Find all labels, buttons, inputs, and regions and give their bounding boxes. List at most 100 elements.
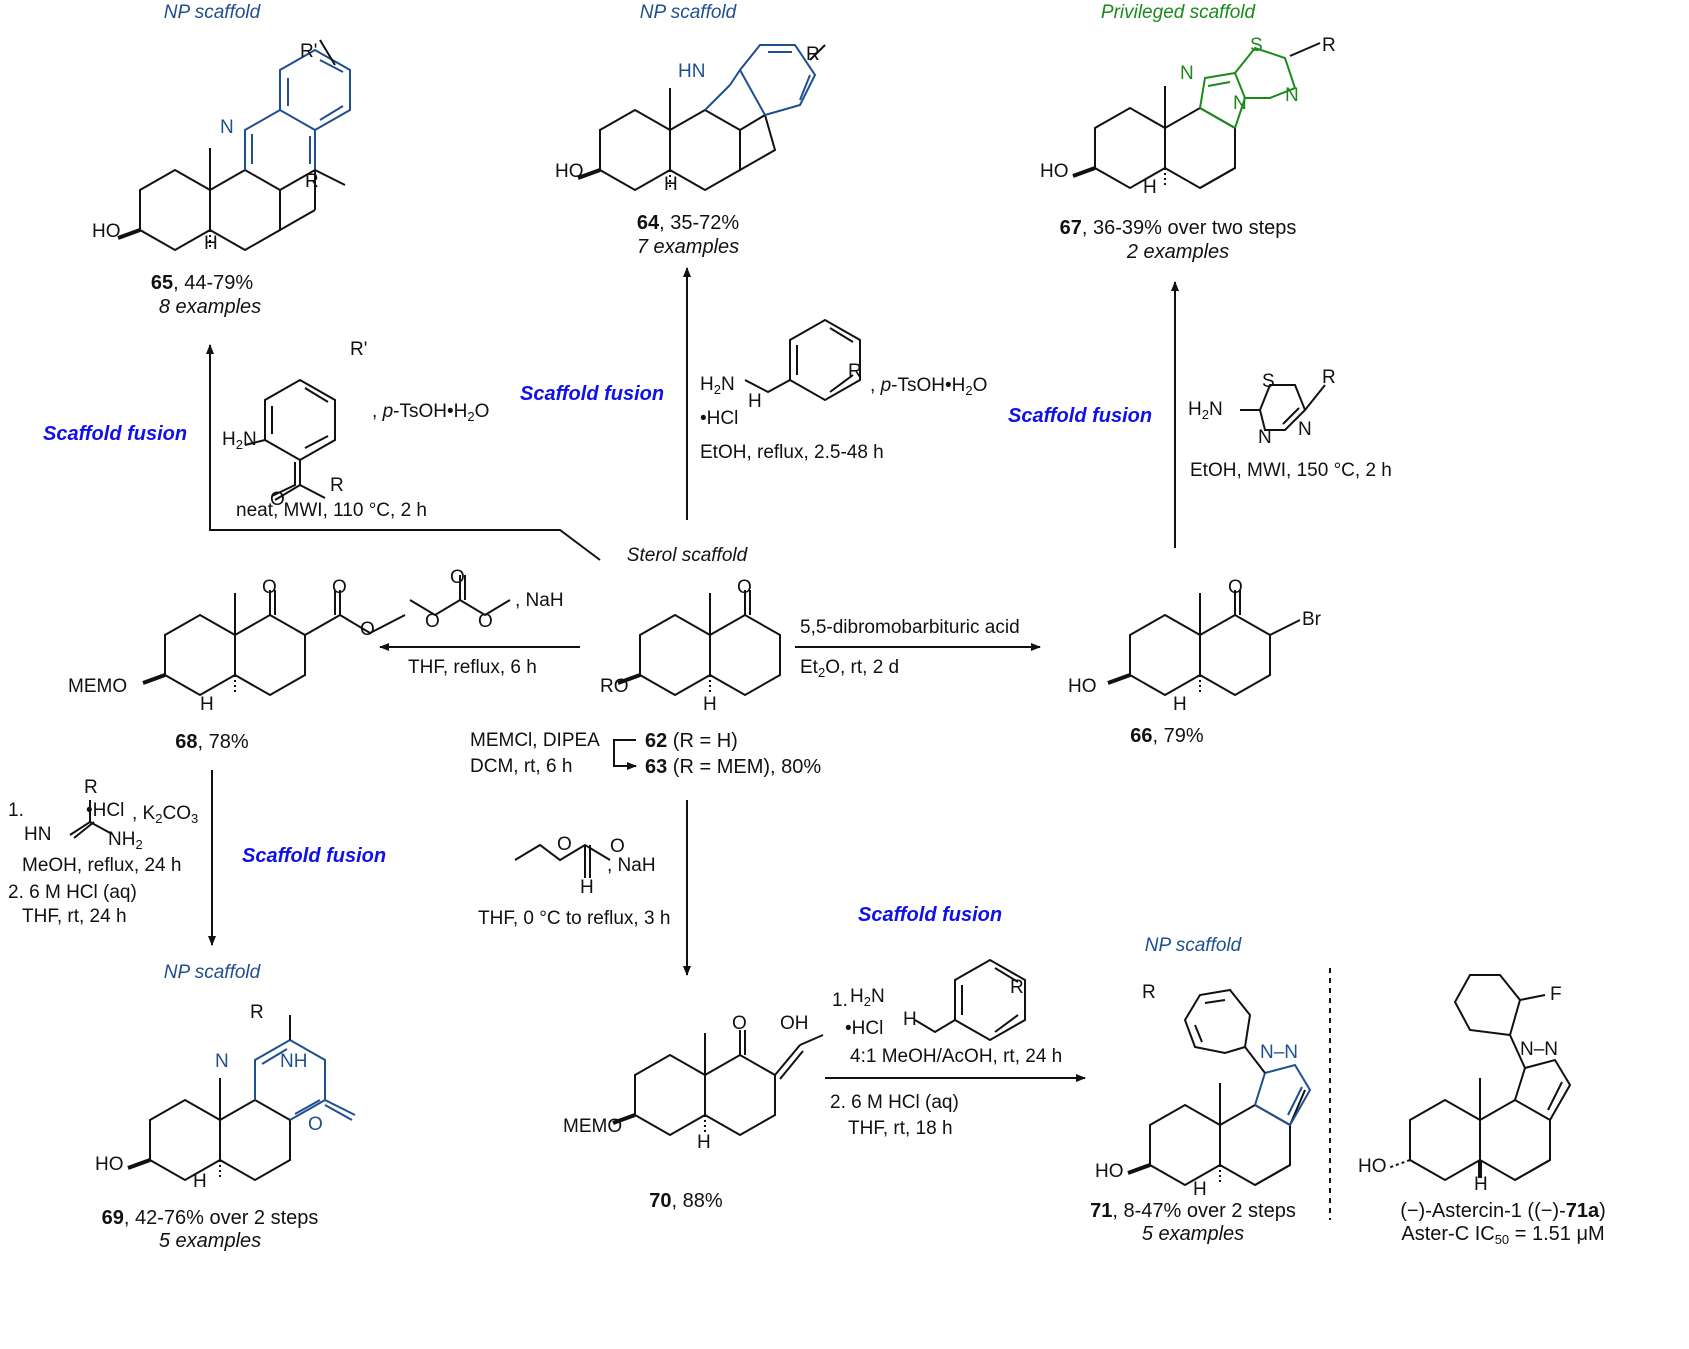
atom-67-H: H [1143, 177, 1157, 198]
compound-62-caption: 62 (R = H) [645, 730, 738, 752]
atom-66-Br: Br [1302, 609, 1321, 630]
conditions-65: neat, MWI, 110 °C, 2 h [236, 500, 427, 521]
compound-71-examples: 5 examples [1141, 1223, 1245, 1245]
reagent-arylhydrazine-2 [914, 958, 1026, 1042]
atom-r65-O: O [270, 489, 285, 510]
atom-70-OH: OH [780, 1013, 809, 1034]
atom-64-HO: HO [555, 161, 584, 182]
atom-64-R: R [806, 44, 820, 65]
atom-aster-HO: HO [1358, 1156, 1387, 1177]
privileged-scaffold-label: Privileged scaffold [1100, 2, 1256, 23]
conditions-63-line2: DCM, rt, 6 h [470, 756, 573, 777]
atom-62-H: H [703, 694, 717, 715]
astercin-ic50: Aster-C IC50 = 1.51 μM [1401, 1223, 1605, 1247]
atom-r71-R: R [1010, 977, 1024, 998]
conditions-70-reagent: , NaH [607, 855, 656, 876]
atom-65-R: R [305, 171, 319, 192]
atom-71-R: R [1142, 982, 1156, 1003]
reagent-dimethyl-carbonate [409, 575, 511, 617]
structure-64 [577, 44, 826, 191]
atom-69-NH: NH [280, 1051, 308, 1072]
compound-65-caption: 65, 44-79% [150, 272, 254, 294]
atom-68-O2: O [332, 577, 347, 598]
atom-64-H: H [664, 174, 678, 195]
atom-70-H: H [697, 1132, 711, 1153]
atom-64-NH: HN [678, 61, 706, 82]
atom-71-NN: N–N [1260, 1042, 1299, 1063]
structure-65 [117, 39, 351, 251]
conditions-66-reagent: 5,5-dibromobarbituric acid [800, 617, 1020, 638]
atom-70-O: O [732, 1013, 747, 1034]
atom-65-HO: HO [92, 221, 121, 242]
compound-63-caption: 63 (R = MEM), 80% [645, 756, 822, 778]
atom-r67-N2: N [1298, 419, 1312, 440]
arrow-62-to-63 [613, 739, 637, 770]
arrow-to-65 [206, 344, 601, 561]
structure-67 [1072, 42, 1321, 189]
atom-ef-O2: O [610, 836, 625, 857]
atom-65-N: N [220, 117, 234, 138]
atom-dmc-O3: O [478, 611, 493, 632]
atom-67-R: R [1322, 35, 1336, 56]
atom-71-HO: HO [1095, 1161, 1124, 1182]
atom-r71-H2N: H2N [850, 986, 885, 1009]
compound-66-caption: 66, 79% [1130, 725, 1204, 747]
scaffold-fusion-label-64: Scaffold fusion [520, 383, 665, 405]
compound-68-caption: 68, 78% [175, 731, 249, 753]
conditions-69-base: , K2CO3 [132, 803, 199, 826]
conditions-67: EtOH, MWI, 150 °C, 2 h [1190, 460, 1392, 481]
atom-r67-R: R [1322, 367, 1336, 388]
atom-66-HO: HO [1068, 676, 1097, 697]
structure-astercin-1 [1387, 974, 1572, 1181]
atom-69-O: O [308, 1114, 323, 1135]
atom-62-O: O [737, 577, 752, 598]
conditions-66: Et2O, rt, 2 d [800, 657, 900, 680]
structure-69 [127, 1015, 356, 1181]
atom-r67-N1: N [1258, 427, 1272, 448]
reagent-aminoaryl-ketone [244, 378, 336, 501]
compound-67-examples: 2 examples [1126, 241, 1230, 263]
atom-67-N1: N [1180, 63, 1194, 84]
conditions-64-hcl: •HCl [700, 408, 739, 429]
atom-66-O: O [1228, 577, 1243, 598]
conditions-69-step1: 1. [8, 800, 24, 821]
reagent-arylhydrazine [744, 318, 861, 402]
conditions-63-line1: MEMCl, DIPEA [470, 730, 600, 751]
np-scaffold-label-65: NP scaffold [163, 2, 261, 23]
atom-68-H: H [200, 694, 214, 715]
atom-r65-H2N: H2N [222, 429, 257, 452]
atom-ef-H: H [580, 877, 594, 898]
compound-69-caption: 69, 42-76% over 2 steps [101, 1207, 319, 1229]
conditions-69-c2: THF, rt, 24 h [22, 906, 127, 927]
conditions-69-step2: 2. 6 M HCl (aq) [8, 882, 137, 903]
atom-dmc-O2: O [425, 611, 440, 632]
atom-65-H: H [204, 233, 218, 254]
atom-r64-H: H [748, 391, 762, 412]
atom-68-O3: O [360, 619, 375, 640]
conditions-71-c2: THF, rt, 18 h [848, 1118, 953, 1139]
atom-amidine-HN: HN [24, 824, 52, 845]
compound-64-examples: 7 examples [636, 236, 740, 258]
atom-69-HO: HO [95, 1154, 124, 1175]
atom-r65-R: R [330, 475, 344, 496]
atom-r67-S: S [1262, 371, 1275, 392]
atom-amidine-R: R [84, 777, 98, 798]
atom-67-N3: N [1285, 85, 1299, 106]
conditions-64: EtOH, reflux, 2.5-48 h [700, 442, 884, 463]
compound-65-examples: 8 examples [158, 296, 262, 318]
atom-70-MEMO: MEMO [563, 1116, 623, 1137]
atom-aster-H: H [1474, 1174, 1488, 1195]
atom-67-N2: N [1233, 93, 1247, 114]
reagent-amidine [69, 800, 113, 839]
compound-70-caption: 70, 88% [649, 1190, 723, 1212]
compound-67-caption: 67, 36-39% over two steps [1059, 217, 1297, 239]
atom-67-S: S [1250, 35, 1263, 56]
atom-66-H: H [1173, 694, 1187, 715]
atom-r64-H2N: H2N [700, 374, 735, 397]
scaffold-fusion-label-65: Scaffold fusion [43, 423, 188, 445]
conditions-64-reagent: , p-TsOH•H2O [870, 375, 988, 398]
conditions-70: THF, 0 °C to reflux, 3 h [478, 908, 671, 929]
atom-r71-H: H [903, 1009, 917, 1030]
conditions-71-hcl: •HCl [845, 1018, 884, 1039]
